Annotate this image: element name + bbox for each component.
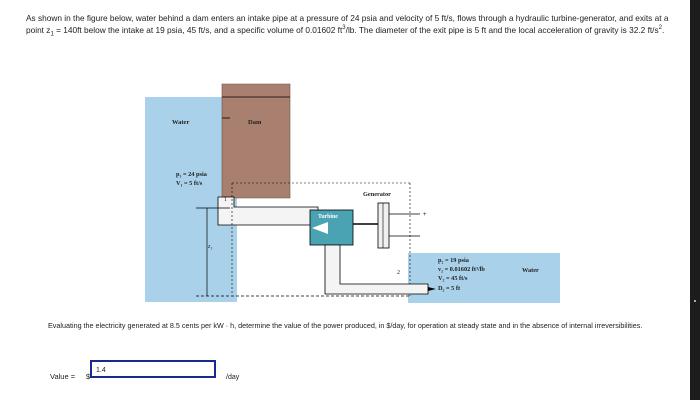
outlet-water bbox=[408, 253, 560, 303]
water-label: Water bbox=[172, 119, 189, 126]
generator-body bbox=[377, 202, 390, 249]
problem-text-4: . bbox=[661, 25, 665, 35]
square-exponent: 2 bbox=[658, 25, 662, 32]
dam-label: Dam bbox=[248, 119, 262, 126]
answer-label: Value = bbox=[50, 372, 76, 381]
answer-unit: /day bbox=[226, 374, 240, 381]
currency-symbol: $ bbox=[86, 372, 91, 381]
specific-volume-label: v₂ = 0.01602 ft³/lb bbox=[438, 266, 485, 273]
dam-turbine-figure: Water Dam p₁ = 24 psia V₁ = 5 ft/s Gener… bbox=[145, 83, 560, 303]
draft-tube bbox=[324, 244, 429, 295]
z-subscript: 1 bbox=[50, 31, 54, 38]
dam-body bbox=[221, 83, 291, 199]
point-1-label: 1 bbox=[224, 197, 227, 203]
point-2-label: 2 bbox=[397, 270, 400, 276]
question-text: Evaluating the electricity generated at … bbox=[48, 321, 643, 330]
problem-text-2: = 140ft below the intake at 19 psia, 45 … bbox=[53, 25, 343, 35]
problem-text-1: As shown in the figure below, water behi… bbox=[26, 13, 669, 35]
p2-label: p₂ = 19 psia bbox=[438, 257, 470, 264]
problem-text-3: /lb. The diameter of the exit pipe is 5 … bbox=[345, 25, 659, 35]
exit-flow-arrow bbox=[428, 287, 436, 291]
z1-label: z₁ bbox=[207, 243, 213, 250]
plus-terminal-label: + bbox=[423, 212, 427, 218]
window-edge bbox=[690, 0, 700, 400]
penstock-pipe bbox=[217, 196, 319, 226]
cube-exponent: 3 bbox=[342, 25, 346, 32]
turbine-flow-arrow bbox=[312, 222, 328, 234]
problem-statement: As shown in the figure below, water behi… bbox=[26, 12, 678, 41]
answer-value: 1.4 bbox=[96, 367, 106, 374]
generator-label: Generator bbox=[363, 191, 391, 198]
edge-mark bbox=[694, 300, 696, 302]
answer-input[interactable] bbox=[90, 360, 216, 378]
outlet-water-label: Water bbox=[522, 267, 539, 274]
v1-label: V₁ = 5 ft/s bbox=[176, 180, 203, 187]
turbine-label: Turbine bbox=[318, 214, 338, 220]
p1-label: p₁ = 24 psia bbox=[176, 171, 208, 178]
v2-label: V₂ = 45 ft/s bbox=[438, 275, 468, 282]
d2-label: D₂ = 5 ft bbox=[438, 285, 461, 292]
